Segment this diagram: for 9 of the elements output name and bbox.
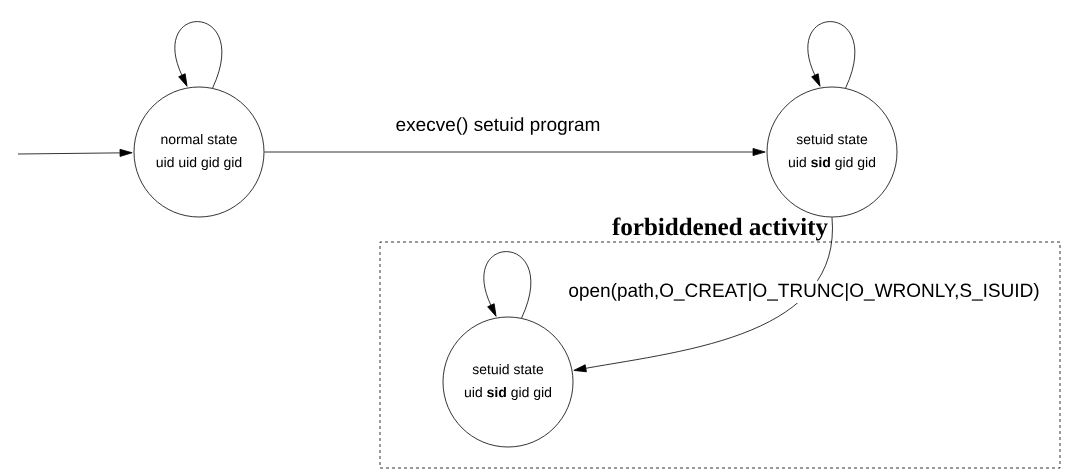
edge-label: execve() setuid program [396,117,600,135]
edge-label: open(path,O_CREAT|O_TRUNC|O_WRONLY,S_ISUID) [569,283,1039,301]
arrow [573,217,833,373]
self-loop-arrow [174,21,223,89]
self-loop-arrow [807,21,856,89]
self-loop-arrow [483,251,532,319]
arrow [264,148,766,156]
node-label: forbiddened activity [612,217,828,241]
arrow [17,148,133,157]
